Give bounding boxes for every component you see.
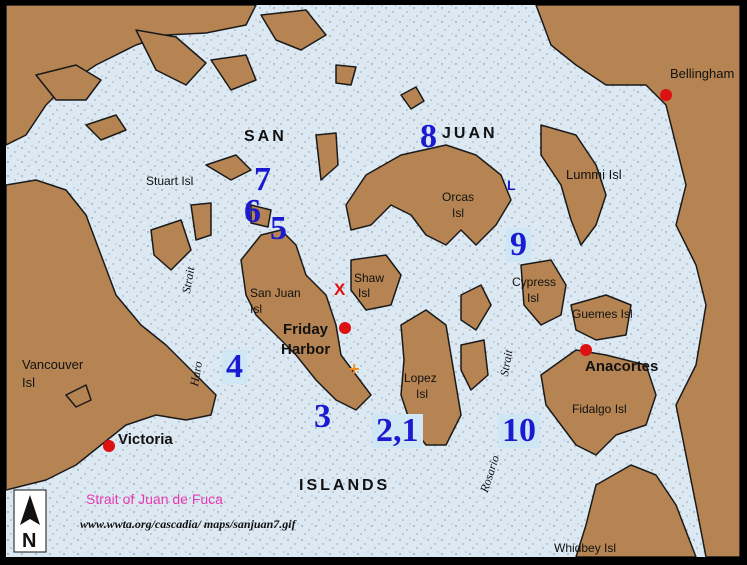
label-guemes-isl: Guemes Isl [572, 307, 633, 321]
land-lopez-isl [400, 309, 462, 446]
label-shaw-2: Isl [358, 286, 370, 300]
marker-plus: + [349, 359, 360, 379]
land-islet-3 [400, 86, 425, 110]
sea-label-islands: ISLANDS [299, 477, 391, 494]
sea-label-san: SAN [244, 128, 287, 145]
label-friday-2: Harbor [281, 341, 331, 358]
label-shaw-1: Shaw [354, 271, 385, 285]
site-number-6: 6 [244, 193, 261, 230]
land-guemes-isl [570, 294, 632, 341]
site-number-7: 7 [254, 161, 271, 198]
label-bellingham: Bellingham [670, 66, 735, 81]
label-lopez-2: Isl [416, 387, 428, 401]
site-number-10: 10 [498, 414, 540, 448]
label-vancouver-2: Isl [22, 375, 35, 390]
land-san-juan-isl [240, 229, 372, 411]
label-whidbey-isl: Whidbey Isl [554, 541, 617, 555]
site-number-2-1: 2,1 [372, 414, 423, 448]
label-san-juan-2: Isl [250, 302, 262, 316]
marker-x: X [334, 280, 346, 299]
site-number-5: 5 [270, 210, 287, 247]
city-dot-anacortes [580, 344, 592, 356]
land-fidalgo-isl [540, 349, 657, 456]
land-island-sw-3 [65, 384, 92, 408]
city-dot-friday-harbor [339, 322, 351, 334]
land-islet-1 [250, 204, 272, 228]
land-island-nw-4 [210, 54, 257, 91]
land-island-sw-2 [190, 202, 212, 241]
site-number-3: 3 [314, 398, 331, 435]
city-dot-bellingham [660, 89, 672, 101]
land-cypress-isl [520, 259, 567, 326]
sea-label-juan: JUAN [442, 125, 498, 142]
label-strait-juan-de-fuca: Strait of Juan de Fuca [86, 491, 223, 507]
land-island-nw-6 [335, 64, 357, 86]
land-island-nw-5 [260, 9, 327, 51]
label-vancouver-1: Vancouver [22, 357, 84, 372]
label-lummi-isl: Lummi Isl [566, 167, 622, 182]
site-number-9: 9 [506, 228, 531, 262]
label-san-juan-1: San Juan [250, 286, 301, 300]
land-island-mid-1 [460, 284, 492, 331]
map-canvas [6, 5, 740, 557]
land-island-nw-1 [35, 64, 102, 101]
land-islet-2 [315, 132, 339, 181]
compass-rose [13, 489, 47, 553]
label-stuart-isl: Stuart Isl [146, 174, 194, 188]
land-north-shore [6, 5, 257, 146]
label-fidalgo-isl: Fidalgo Isl [572, 402, 627, 416]
compass-north-letter: N [22, 530, 37, 552]
land-masses [6, 5, 740, 557]
site-number-4: 4 [222, 350, 247, 384]
label-orcas-2: Isl [452, 206, 464, 220]
land-island-nw-3 [135, 29, 207, 86]
land-island-mid-2 [460, 339, 489, 391]
label-anacortes: Anacortes [585, 358, 659, 375]
land-island-nw-2 [85, 114, 127, 141]
land-stuart-isl [205, 154, 252, 181]
land-orcas-isl [345, 144, 512, 246]
label-cypress-2: Isl [527, 291, 539, 305]
marker-l: L [507, 177, 516, 193]
land-vancouver-isl [6, 179, 217, 491]
site-number-8: 8 [420, 118, 437, 155]
land-island-sw-1 [150, 219, 192, 271]
label-lopez-1: Lopez [404, 371, 437, 385]
label-victoria: Victoria [118, 431, 173, 448]
land-shaw-isl [350, 254, 402, 311]
source-url: www.wwta.org/cascadia/ maps/sanjuan7.gif [80, 517, 296, 531]
label-cypress-1: Cypress [512, 275, 557, 289]
land-whidbey-isl [575, 464, 697, 557]
label-orcas-1: Orcas [442, 190, 475, 204]
label-friday-1: Friday [283, 321, 329, 338]
land-mainland-east [535, 5, 740, 557]
land-lummi-isl [540, 124, 607, 246]
city-dot-victoria [103, 440, 115, 452]
